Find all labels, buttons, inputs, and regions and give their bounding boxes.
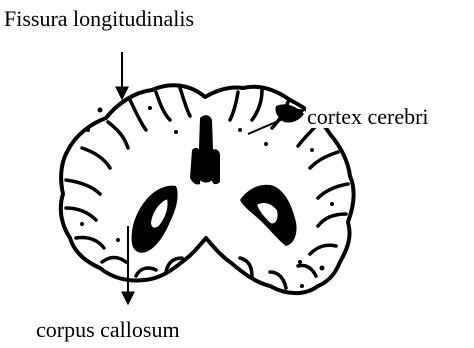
- label-fissura-longitudinalis: Fissura longitudinalis: [4, 8, 194, 30]
- label-corpus-callosum: corpus callosum: [36, 319, 180, 341]
- label-cortex-cerebri: cortex cerebri: [306, 106, 430, 128]
